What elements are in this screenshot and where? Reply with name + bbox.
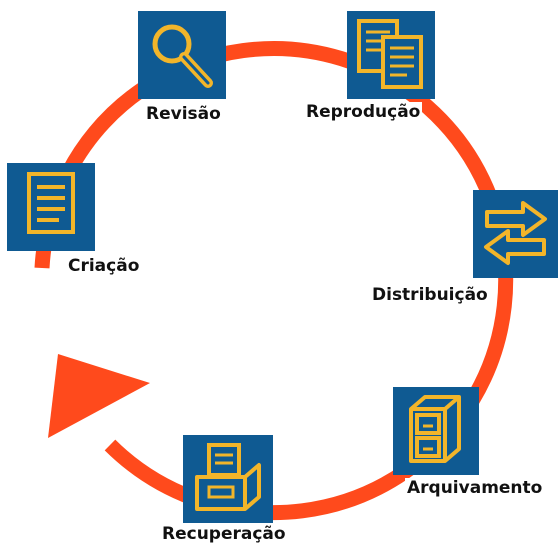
stage-label-reproducao: Reprodução xyxy=(304,102,423,122)
stage-label-revisao: Revisão xyxy=(144,104,223,124)
open-drawer-icon xyxy=(183,435,273,523)
magnifier-icon xyxy=(138,11,226,99)
copies-icon xyxy=(347,11,435,99)
filing-cabinet-icon xyxy=(393,387,479,475)
stage-label-criacao: Criação xyxy=(66,256,142,276)
stage-label-arquivamento: Arquivamento xyxy=(405,478,545,498)
stage-label-recuperacao: Recuperação xyxy=(160,524,288,544)
stage-label-distribuicao: Distribuição xyxy=(370,285,490,305)
exchange-arrows-icon xyxy=(473,190,558,278)
document-icon xyxy=(7,163,95,251)
cycle-arrow-head xyxy=(48,354,150,438)
